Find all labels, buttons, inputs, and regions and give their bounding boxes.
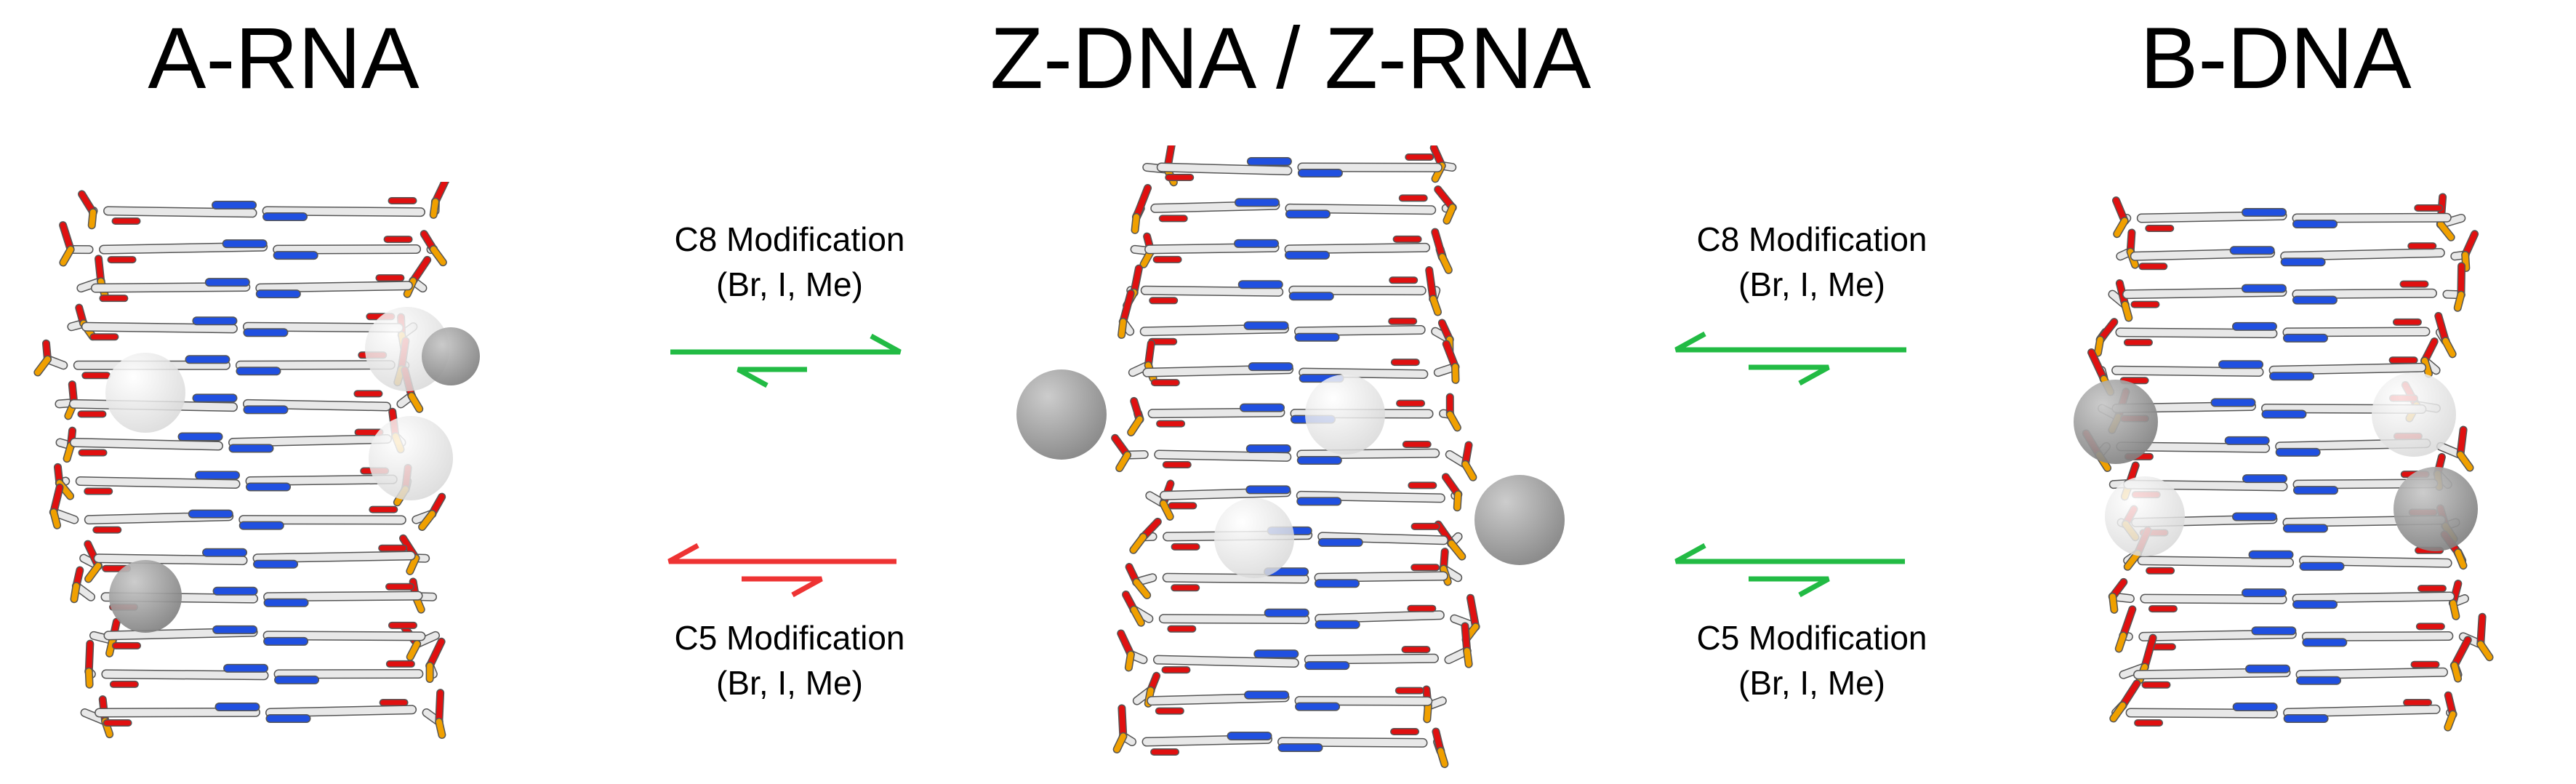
label-c8-modification-right: C8 Modification (Br, I, Me) [1645,217,1979,307]
metal-ion-sphere [2105,476,2185,556]
z-dna-helix-model [1016,145,1565,769]
label-line: (Br, I, Me) [1738,265,1885,303]
metal-ion-sphere [1016,369,1107,460]
metal-ion-sphere [2394,467,2478,551]
title-b-dna: B-DNA [2140,9,2412,107]
metal-ion-sphere [105,353,185,433]
equilibrium-arrow-c5-left [667,543,896,598]
metal-ion-sphere [1474,475,1565,565]
metal-ion-sphere [369,416,453,500]
metal-ion-sphere [109,560,182,633]
equilibrium-arrow-c8-left [670,333,902,388]
a-rna-helix-model [33,182,480,739]
label-c5-modification-left: C5 Modification (Br, I, Me) [622,615,957,705]
label-line: C8 Modification [1696,220,1927,258]
label-line: C5 Modification [674,619,905,657]
metal-ion-sphere [422,327,480,385]
label-line: (Br, I, Me) [716,265,863,303]
metal-ion-sphere [2372,372,2456,457]
label-c5-modification-right: C5 Modification (Br, I, Me) [1645,615,1979,705]
metal-ion-sphere [1214,498,1294,578]
metal-ion-sphere [1305,375,1385,455]
title-z-dna-z-rna: Z-DNA / Z-RNA [990,9,1592,107]
title-a-rna: A-RNA [148,9,420,107]
label-line: (Br, I, Me) [716,664,863,702]
label-c8-modification-left: C8 Modification (Br, I, Me) [622,217,957,307]
label-line: C8 Modification [674,220,905,258]
equilibrium-arrow-c5-right [1674,543,1905,598]
equilibrium-arrow-c8-right [1674,331,1906,386]
b-dna-helix-model [2074,193,2494,732]
label-line: (Br, I, Me) [1738,664,1885,702]
metal-ion-sphere [2074,380,2158,464]
label-line: C5 Modification [1696,619,1927,657]
